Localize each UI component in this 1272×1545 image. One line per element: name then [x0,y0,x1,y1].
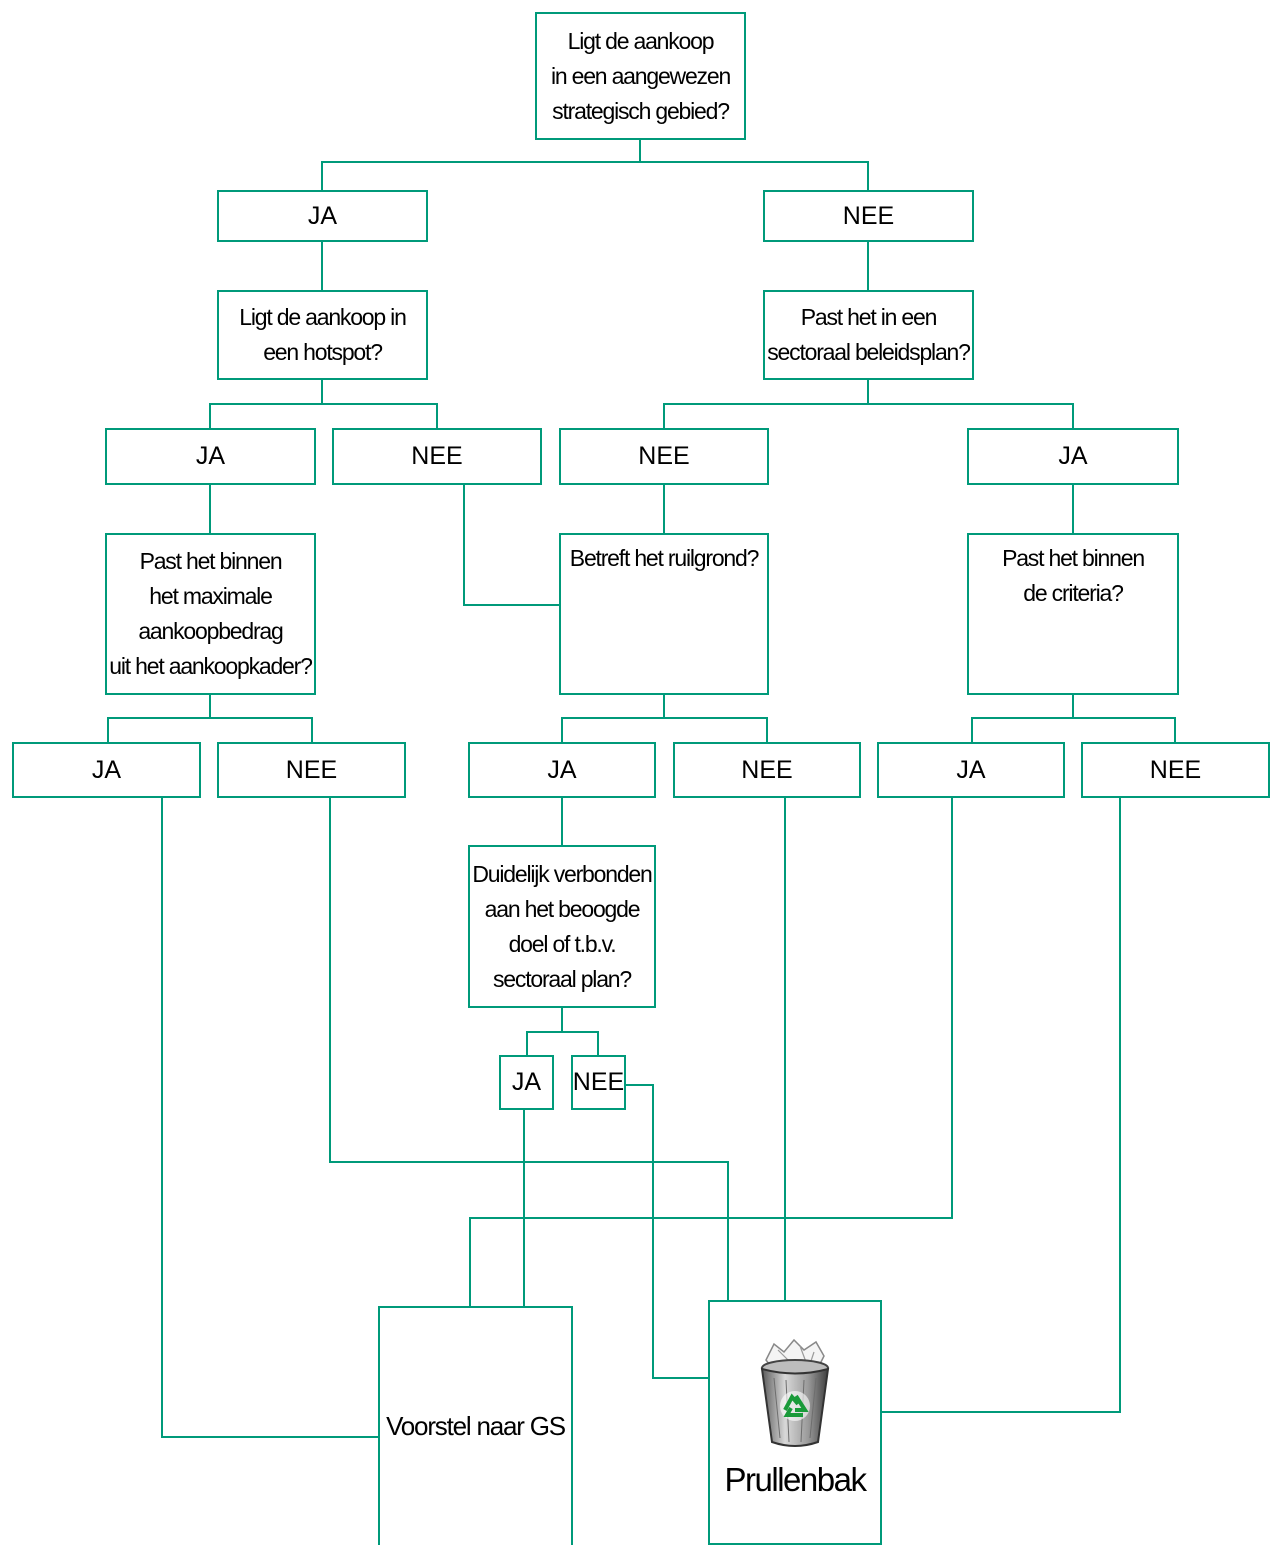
question-sector-plan: Past het in een sectoraal beleidsplan? [763,290,974,380]
question-criteria: Past het binnen de criteria? [967,533,1179,695]
answer-yes-connected: JA [499,1055,554,1110]
endpoint-recycle-bin: Prullenbak [708,1300,882,1545]
answer-no-exchange-land: NEE [673,742,861,798]
answer-yes-sector-plan: JA [967,428,1179,485]
question-strategic-area: Ligt de aankoop in een aangewezen strate… [535,12,746,140]
answer-no-criteria: NEE [1081,742,1270,798]
answer-yes-exchange-land: JA [468,742,656,798]
recycle-bin-label: Prullenbak [724,1461,867,1498]
answer-no-sector-plan: NEE [559,428,769,485]
answer-no-max-amount: NEE [217,742,406,798]
answer-no-connected: NEE [571,1055,626,1110]
answer-yes-strategic: JA [217,190,428,242]
question-max-amount: Past het binnen het maximale aankoopbedr… [105,533,316,695]
answer-no-hotspot: NEE [332,428,542,485]
answer-yes-hotspot: JA [105,428,316,485]
endpoint-proposal-gs: Voorstel naar GS [378,1306,573,1545]
answer-no-strategic: NEE [763,190,974,242]
question-clearly-connected: Duidelijk verbonden aan het beoogde doel… [468,845,656,1008]
recycle-bin-icon [760,1338,830,1447]
answer-yes-max-amount: JA [12,742,201,798]
question-exchange-land: Betreft het ruilgrond? [559,533,769,695]
question-hotspot: Ligt de aankoop in een hotspot? [217,290,428,380]
answer-yes-criteria: JA [877,742,1065,798]
